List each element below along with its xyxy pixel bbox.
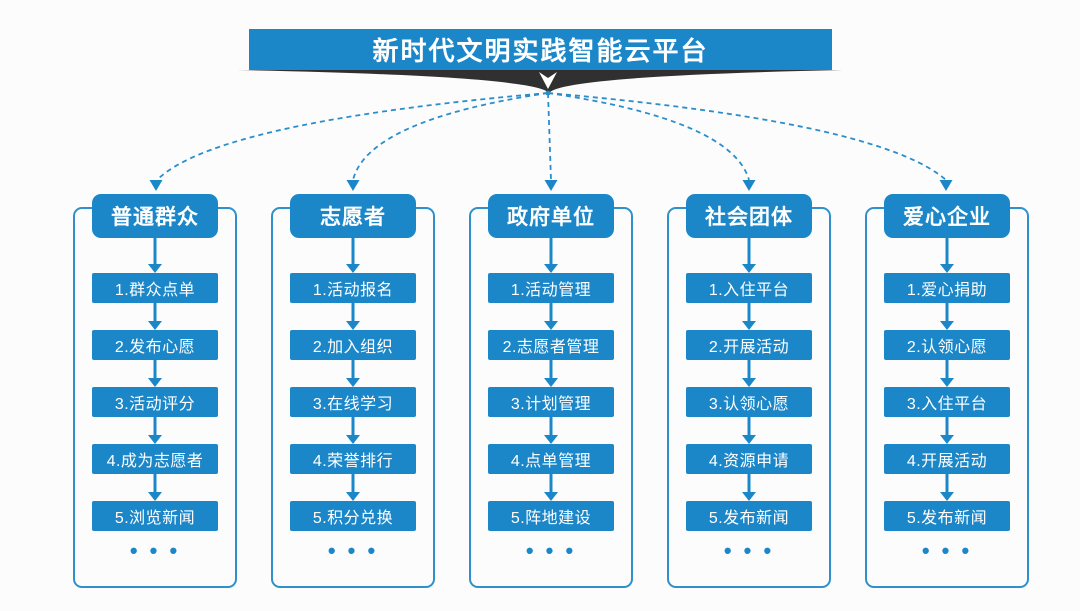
down-arrow-icon [939, 303, 955, 330]
step-box: 1.入住平台 [686, 273, 812, 303]
step-box: 1.爱心捐助 [884, 273, 1010, 303]
column-government-units: 政府单位 1.活动管理 2.志愿者管理 3.计划管理 4.点单管理 5.阵地建设… [469, 194, 633, 588]
step-box: 4.开展活动 [884, 444, 1010, 474]
step-box: 5.积分兑换 [290, 501, 416, 531]
connector-curve-col1 [156, 92, 549, 181]
banner-down-arrow-icon [539, 72, 557, 89]
arrowhead-col1-icon [149, 180, 163, 191]
down-arrow-icon [741, 238, 757, 273]
down-arrow-icon [741, 303, 757, 330]
column-header-ordinary-people: 普通群众 [92, 194, 218, 238]
step-box: 2.开展活动 [686, 330, 812, 360]
down-arrow-icon [741, 360, 757, 387]
column-header-social-groups: 社会团体 [686, 194, 812, 238]
down-arrow-icon [147, 303, 163, 330]
column-header-volunteers: 志愿者 [290, 194, 416, 238]
step-box: 5.发布新闻 [884, 501, 1010, 531]
down-arrow-icon [147, 238, 163, 273]
platform-title-banner: 新时代文明实践智能云平台 [249, 29, 832, 70]
column-header-government-units: 政府单位 [488, 194, 614, 238]
down-arrow-icon [543, 417, 559, 444]
down-arrow-icon [147, 417, 163, 444]
step-box: 2.认领心愿 [884, 330, 1010, 360]
step-box: 1.群众点单 [92, 273, 218, 303]
banner-ribbon-shape [237, 70, 843, 93]
column-ordinary-people: 普通群众 1.群众点单 2.发布心愿 3.活动评分 4.成为志愿者 5.浏览新闻… [73, 194, 237, 588]
column-header-caring-enterprises: 爱心企业 [884, 194, 1010, 238]
step-box: 3.活动评分 [92, 387, 218, 417]
more-dots: • • • [327, 538, 379, 563]
arrowhead-col2-icon [346, 180, 360, 191]
step-box: 2.加入组织 [290, 330, 416, 360]
step-box: 4.荣誉排行 [290, 444, 416, 474]
down-arrow-icon [345, 417, 361, 444]
step-box: 4.成为志愿者 [92, 444, 218, 474]
arrowhead-col5-icon [939, 180, 953, 191]
connector-curve-col5 [547, 92, 947, 181]
column-caring-enterprises: 爱心企业 1.爱心捐助 2.认领心愿 3.入住平台 4.开展活动 5.发布新闻 … [865, 194, 1029, 588]
arrowhead-col3-icon [544, 180, 558, 191]
down-arrow-icon [345, 238, 361, 273]
down-arrow-icon [543, 474, 559, 501]
down-arrow-icon [741, 474, 757, 501]
down-arrow-icon [543, 360, 559, 387]
step-box: 3.认领心愿 [686, 387, 812, 417]
down-arrow-icon [543, 238, 559, 273]
connector-curve-col2 [352, 92, 549, 181]
down-arrow-icon [345, 303, 361, 330]
down-arrow-icon [147, 360, 163, 387]
down-arrow-icon [543, 303, 559, 330]
step-box: 3.计划管理 [488, 387, 614, 417]
step-box: 2.志愿者管理 [488, 330, 614, 360]
step-box: 1.活动管理 [488, 273, 614, 303]
step-box: 5.发布新闻 [686, 501, 812, 531]
step-box: 3.在线学习 [290, 387, 416, 417]
step-box: 3.入住平台 [884, 387, 1010, 417]
step-box: 5.浏览新闻 [92, 501, 218, 531]
down-arrow-icon [345, 474, 361, 501]
step-box: 2.发布心愿 [92, 330, 218, 360]
down-arrow-icon [939, 417, 955, 444]
step-box: 1.活动报名 [290, 273, 416, 303]
step-box: 4.点单管理 [488, 444, 614, 474]
down-arrow-icon [345, 360, 361, 387]
more-dots: • • • [921, 538, 973, 563]
step-box: 4.资源申请 [686, 444, 812, 474]
connector-curve-col4 [547, 92, 750, 181]
more-dots: • • • [723, 538, 775, 563]
more-dots: • • • [525, 538, 577, 563]
down-arrow-icon [741, 417, 757, 444]
down-arrow-icon [939, 474, 955, 501]
down-arrow-icon [939, 360, 955, 387]
down-arrow-icon [147, 474, 163, 501]
more-dots: • • • [129, 538, 181, 563]
connector-curve-col3 [547, 92, 552, 181]
arrowhead-col4-icon [742, 180, 756, 191]
down-arrow-icon [939, 238, 955, 273]
column-volunteers: 志愿者 1.活动报名 2.加入组织 3.在线学习 4.荣誉排行 5.积分兑换 •… [271, 194, 435, 588]
step-box: 5.阵地建设 [488, 501, 614, 531]
column-social-groups: 社会团体 1.入住平台 2.开展活动 3.认领心愿 4.资源申请 5.发布新闻 … [667, 194, 831, 588]
